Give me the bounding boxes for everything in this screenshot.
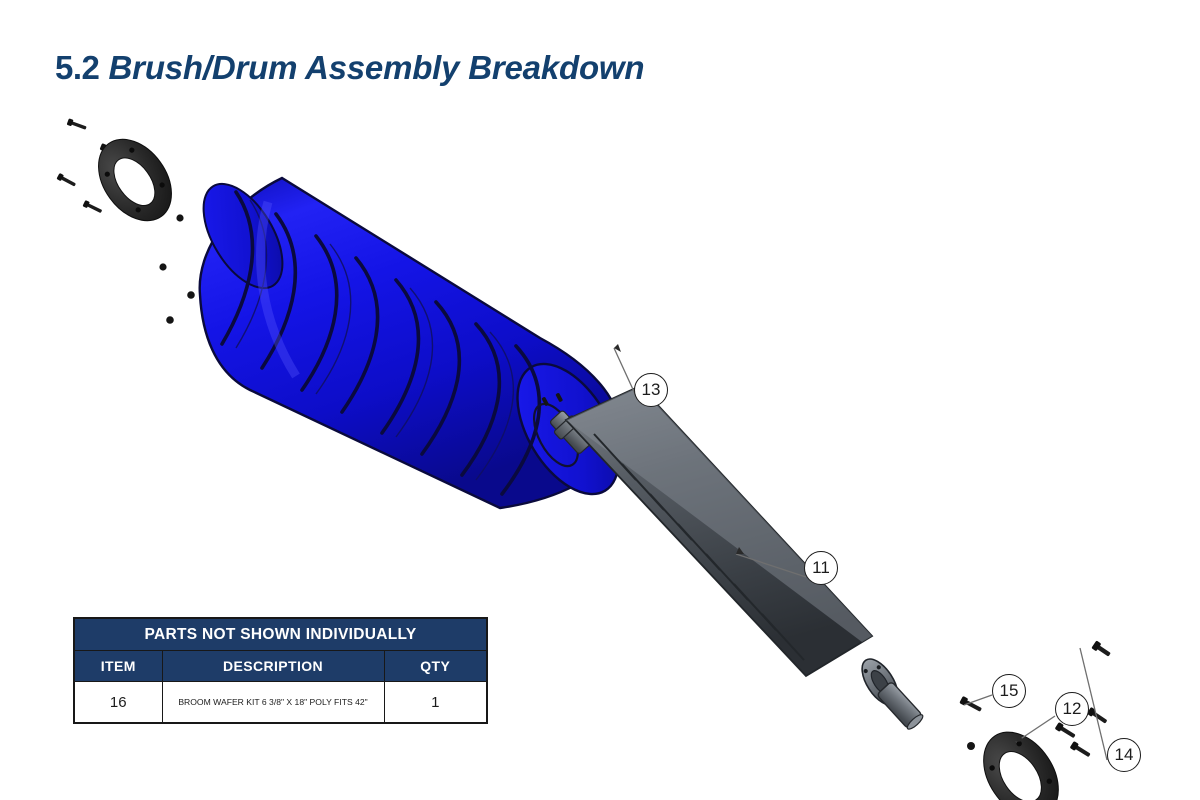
page-title-text: Brush/Drum Assembly Breakdown	[108, 49, 645, 86]
hardware-group-right	[1055, 641, 1111, 757]
table-row: 16 BROOM WAFER KIT 6 3/8" X 18" POLY FIT…	[73, 681, 488, 724]
callout-14[interactable]: 14	[1107, 738, 1141, 772]
column-header-item: ITEM	[73, 650, 163, 682]
callout-11[interactable]: 11	[804, 551, 838, 585]
parts-not-shown-table: PARTS NOT SHOWN INDIVIDUALLY ITEM DESCRI…	[73, 617, 489, 724]
callout-11-label: 11	[812, 558, 830, 577]
exploded-assembly-diagram: 13 11 15 12 14	[0, 90, 1200, 800]
callout-arrowheads	[614, 344, 1024, 742]
callout-15[interactable]: 15	[992, 674, 1026, 708]
broom-wafer-drum	[198, 176, 621, 510]
hex-nut-14	[1091, 641, 1111, 657]
callout-13[interactable]: 13	[634, 373, 668, 407]
callout-15-label: 15	[999, 681, 1019, 700]
drum-core-shaft	[550, 384, 924, 730]
cell-item: 16	[73, 681, 163, 724]
page-title: 5.2 Brush/Drum Assembly Breakdown	[55, 48, 645, 88]
hardware-nuts-left	[159, 214, 195, 324]
cell-qty: 1	[383, 681, 488, 724]
cell-description: BROOM WAFER KIT 6 3/8" X 18" POLY FITS 4…	[161, 681, 385, 724]
hex-nut-small	[967, 742, 975, 750]
table-title-row: PARTS NOT SHOWN INDIVIDUALLY	[73, 617, 488, 651]
page-title-number: 5.2	[55, 49, 100, 86]
hex-bolt-15	[959, 696, 982, 712]
callout-14-label: 14	[1114, 745, 1134, 764]
mounting-flange-right	[983, 731, 1059, 800]
callout-13-label: 13	[641, 380, 661, 399]
callout-leaders	[613, 347, 1108, 761]
table-title: PARTS NOT SHOWN INDIVIDUALLY	[73, 617, 488, 651]
table-header-row: ITEM DESCRIPTION QTY	[73, 650, 488, 682]
callout-12[interactable]: 12	[1055, 692, 1089, 726]
column-header-description: DESCRIPTION	[161, 650, 385, 682]
column-header-qty: QTY	[383, 650, 488, 682]
callout-12-label: 12	[1062, 699, 1082, 718]
mounting-flange-left	[98, 138, 172, 222]
